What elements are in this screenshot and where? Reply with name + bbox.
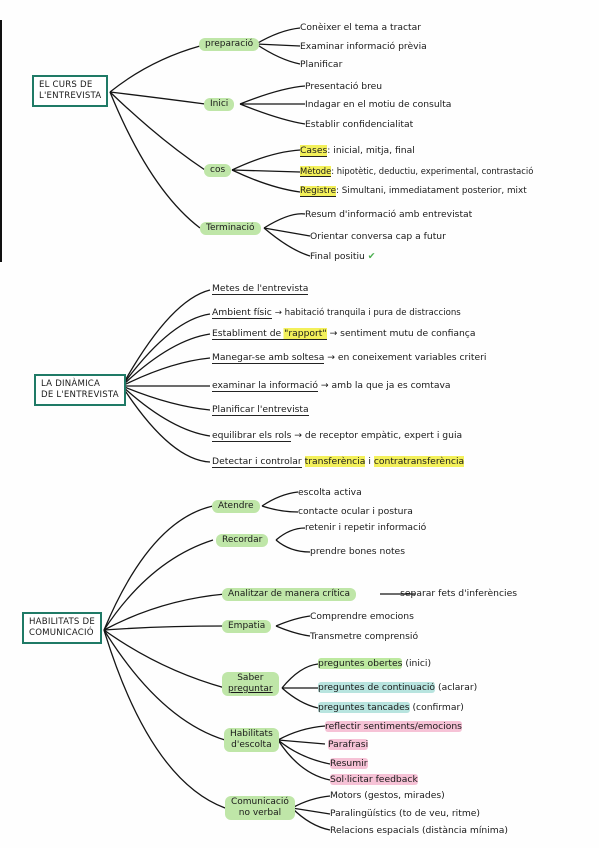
root-habilitats-comunicacio: HABILITATS DE COMUNICACIÓ: [22, 612, 102, 644]
branch-habilitats-escolta: Habilitats d'escolta: [224, 728, 279, 752]
leaf-recordar-2: prendre bones notes: [310, 546, 405, 557]
root-curs-entrevista: EL CURS DE L'ENTREVISTA: [32, 75, 109, 107]
leaf-analitzar: — separar fets d'inferències: [388, 588, 518, 599]
s2-item-4: Manegar-se amb soltesa → en coneixement …: [212, 352, 487, 364]
checkmark-icon: ✔: [367, 251, 376, 262]
leaf-empatia-1: Comprendre emocions: [310, 611, 414, 622]
branch-saber-preguntar: Saber preguntar: [222, 672, 279, 696]
leaf-habilitats-3: Resumir: [330, 758, 368, 769]
branch-comunicacio-no-verbal: Comunicació no verbal: [225, 796, 295, 820]
leaf-comunicacio-2: Paralingüístics (to de veu, ritme): [330, 808, 481, 819]
leaf-inici-3: Establir confidencialitat: [305, 119, 414, 130]
leaf-preparacio-1: Conèixer el tema a tractar: [300, 22, 422, 33]
branch-recordar: Recordar: [216, 534, 269, 547]
leaf-terminacio-3: Final positiu ✔: [310, 251, 376, 262]
s2-item-8: Detectar i controlar transferència i con…: [212, 456, 465, 468]
branch-analitzar: Analitzar de manera crítica: [222, 588, 357, 601]
s2-item-2: Ambient físic → habitació tranquila i pu…: [212, 307, 461, 319]
edge-s1-preparacio: [109, 45, 201, 93]
branch-preparacio: preparació: [199, 38, 260, 51]
left-edge-line: [0, 20, 2, 262]
s2-item-7: equilibrar els rols → de receptor empàti…: [212, 430, 463, 442]
branch-cos: cos: [204, 164, 232, 177]
root-dinamica-entrevista: LA DINÀMICA DE L'ENTREVISTA: [34, 374, 126, 406]
s2-item-3: Establiment de "rapport" → sentiment mut…: [212, 328, 476, 340]
cos-key-registre: Registre: [300, 186, 337, 197]
leaf-cos-2: Mètode: hipotètic, deductiu, experimenta…: [300, 166, 534, 177]
branch-empatia: Empatia: [222, 620, 272, 633]
branch-terminacio: Terminació: [200, 222, 261, 235]
hl-transferencia: transferència: [304, 456, 366, 467]
leaf-atendre-2: contacte ocular i postura: [298, 506, 413, 517]
leaf-habilitats-2: Parafrasi: [328, 739, 369, 750]
s2-item-6: Planificar l'entrevista: [212, 404, 309, 416]
cos-key-cases: Cases: [300, 145, 328, 157]
leaf-comunicacio-3: Relacions espacials (distància mínima): [330, 825, 508, 836]
leaf-terminacio-1: Resum d'informació amb entrevistat: [305, 209, 473, 220]
leaf-empatia-2: Transmetre comprensió: [310, 631, 419, 642]
leaf-cos-1: Cases: inicial, mitja, final: [300, 145, 415, 157]
edge-s1-cos: [109, 91, 206, 171]
leaf-atendre-1: escolta activa: [298, 487, 362, 498]
leaf-cos-3: Registre: Simultani, immediatament poste…: [300, 186, 527, 197]
leaf-inici-1: Presentació breu: [305, 81, 383, 92]
branch-inici: Inici: [204, 98, 235, 111]
leaf-preparacio-3: Planificar: [300, 59, 343, 70]
leaf-habilitats-1: reflectir sentiments/emocions: [325, 721, 462, 732]
leaf-saber-1: preguntes obertes (inici): [318, 658, 432, 669]
leaf-comunicacio-1: Motors (gestos, mirades): [330, 790, 445, 801]
hl-contratransferencia: contratransferència: [373, 456, 465, 467]
cos-key-metode: Mètode: [300, 166, 332, 177]
edge-s1-terminacio: [109, 91, 201, 229]
s2-item-1: Metes de l'entrevista: [212, 283, 309, 295]
leaf-terminacio-2: Orientar conversa cap a futur: [310, 231, 446, 242]
leaf-saber-2: preguntes de continuació (aclarar): [318, 682, 478, 693]
s2-item-5: examinar la informació → amb la que ja e…: [212, 380, 451, 392]
leaf-inici-2: Indagar en el motiu de consulta: [305, 99, 452, 110]
leaf-preparacio-2: Examinar informació prèvia: [300, 41, 427, 52]
leaf-saber-3: preguntes tancades (confirmar): [318, 702, 464, 713]
leaf-recordar-1: retenir i repetir informació: [305, 522, 427, 533]
leaf-habilitats-4: Sol·licitar feedback: [330, 774, 418, 785]
edge-s1-inici: [109, 91, 206, 105]
branch-atendre: Atendre: [212, 500, 260, 513]
